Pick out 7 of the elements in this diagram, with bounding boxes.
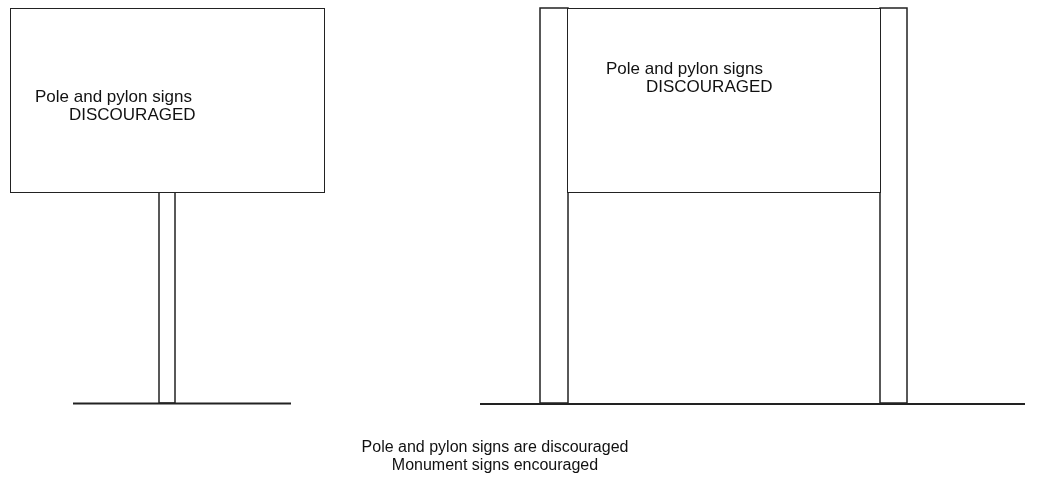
sign-text: Pole and pylon signs	[606, 59, 763, 79]
sign-panel	[10, 8, 325, 193]
sign-text: Pole and pylon signs	[35, 87, 192, 107]
caption: Pole and pylon signs are discouraged Monument signs encouraged	[360, 438, 630, 474]
sign-text: DISCOURAGED	[69, 105, 196, 125]
sign-panel	[567, 8, 881, 193]
sign-text: DISCOURAGED	[646, 77, 773, 97]
